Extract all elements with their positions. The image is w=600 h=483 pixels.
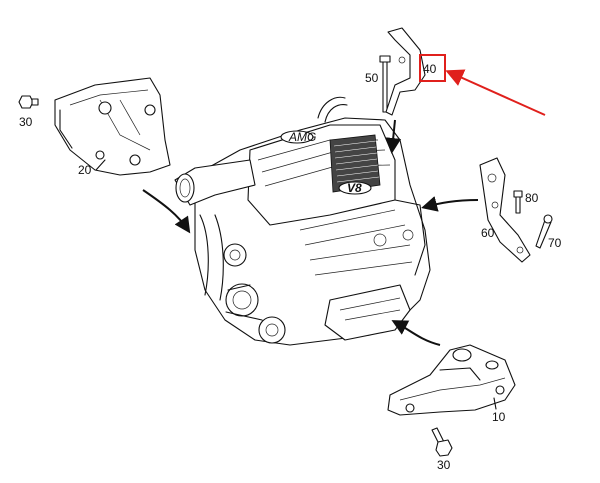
callout-70: 70	[548, 236, 562, 250]
bolt-70	[535, 214, 553, 249]
engine-badge-text: V8	[347, 181, 362, 195]
callout-80: 80	[525, 191, 539, 205]
engine-assembly: AMG V8	[174, 96, 431, 346]
callout-50: 50	[365, 71, 379, 85]
callout-20: 20	[78, 163, 92, 177]
callout-60: 60	[481, 226, 495, 240]
highlight-box-40	[419, 54, 446, 82]
bracket-60	[479, 157, 531, 263]
engine-logo-text: AMG	[288, 130, 316, 144]
bolt-80	[513, 190, 523, 214]
callout-30-bottom: 30	[437, 458, 451, 472]
callout-40: 40	[423, 62, 437, 76]
engine-mount-10	[387, 344, 516, 416]
callout-30-top: 30	[19, 115, 33, 129]
highlight-arrow	[445, 69, 546, 116]
bracket-40	[385, 27, 426, 116]
bolt-50	[379, 55, 391, 113]
callout-10: 10	[492, 410, 506, 424]
engine-bracket-left	[54, 77, 171, 176]
bolt-30-top	[18, 95, 39, 109]
bolt-30-bottom	[431, 427, 453, 457]
